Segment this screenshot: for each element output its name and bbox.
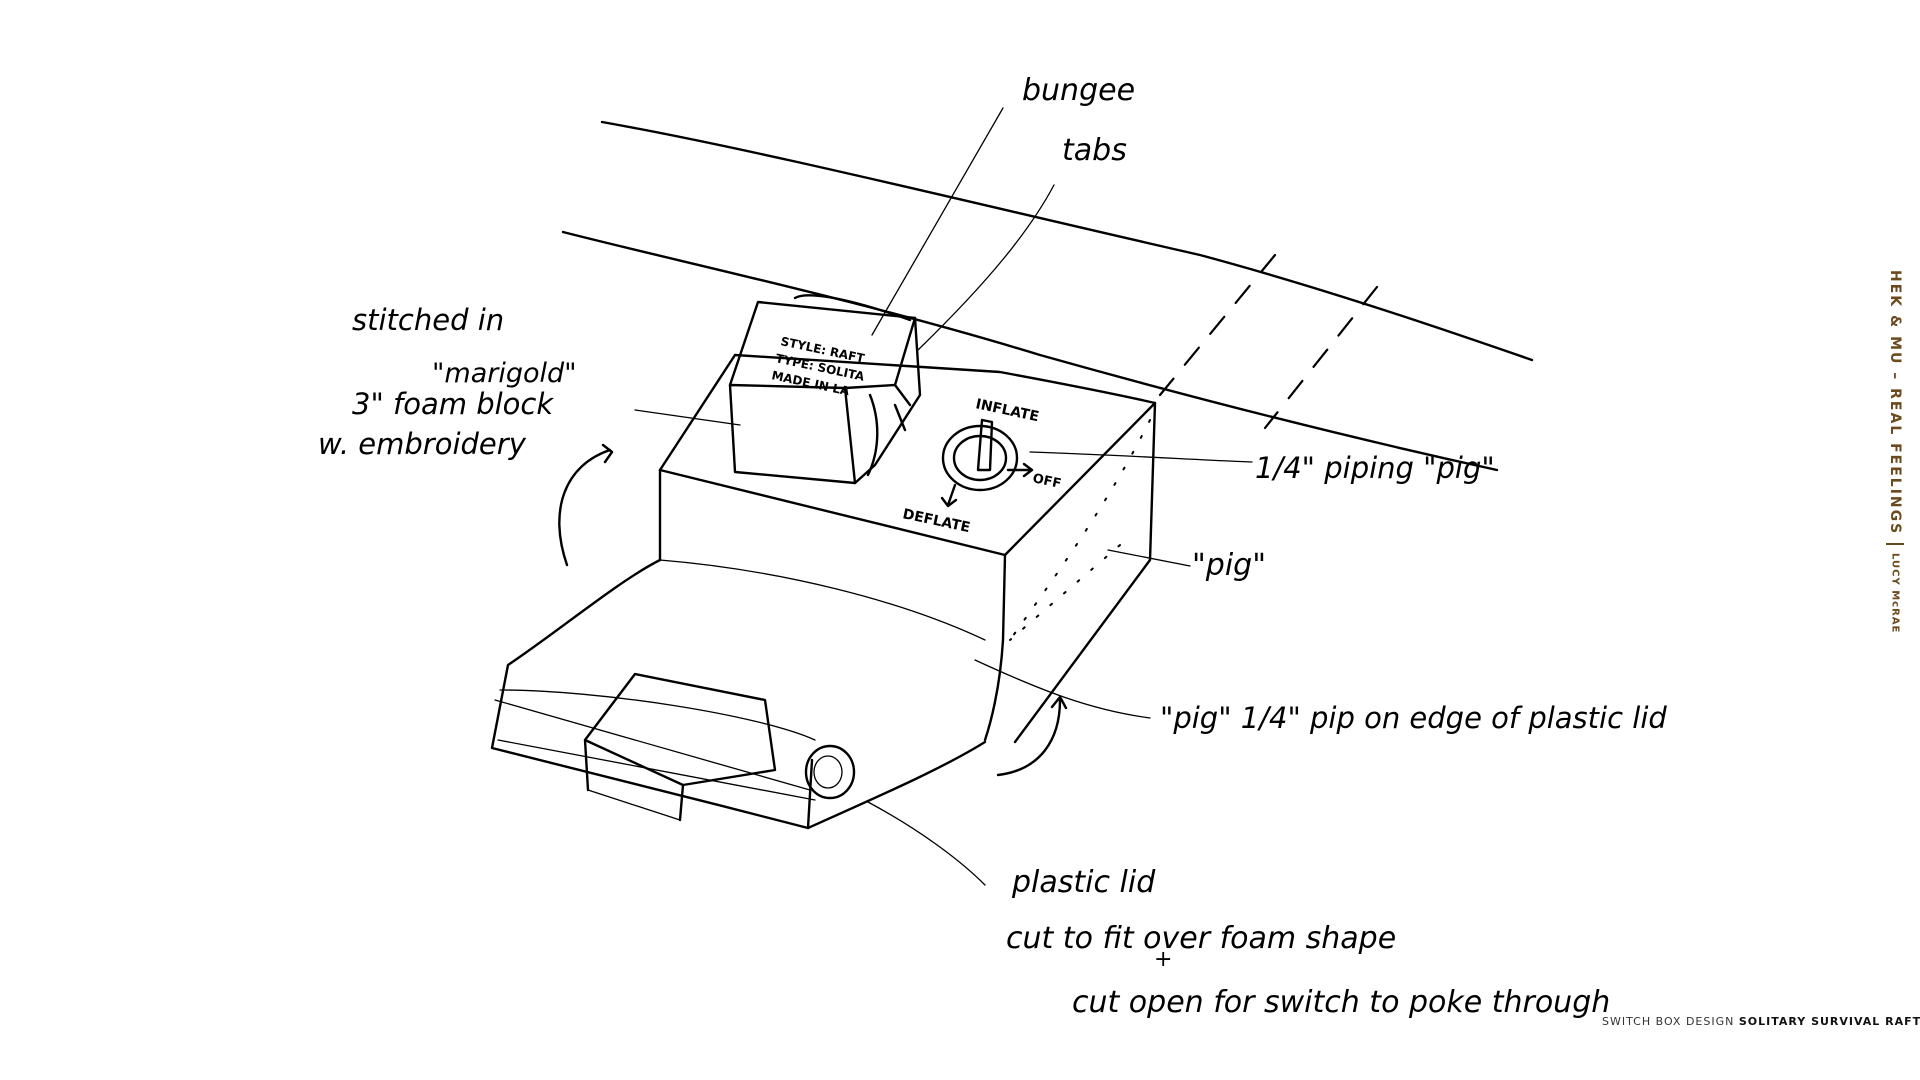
lid-switch-hole-inner [813,755,843,789]
label-pig: "pig" [1192,548,1266,583]
label-piping-pig: 1/4" piping "pig" [1255,451,1495,485]
box-top [658,353,1157,557]
box-front [658,468,1007,742]
rotate-arrow-left [558,443,614,567]
raft-dashed-seam-2 [1263,285,1379,430]
label-plus: + [1154,947,1172,972]
lid-switch-hole [804,744,856,800]
leader-plastic-lid [867,801,986,886]
sidebar-title: HEK & MU – REAL FEELINGS [1887,270,1903,536]
foam-block-front [728,383,857,485]
leader-tabs [917,184,1055,351]
leader-foam-block [634,409,741,426]
label-stitched-in: stitched in [352,303,504,337]
tray-foam-shape [583,672,777,822]
label-embroidery: w. embroidery [318,427,527,461]
rotate-arrow-right [996,695,1068,777]
box-side-dots-2 [1009,544,1121,641]
tray-transparent-lines [494,559,986,801]
footer-prefix: SWITCH BOX DESIGN [1602,1015,1735,1028]
raft-dashed-seam-1 [1158,253,1277,397]
switch-arrow-off [1006,462,1034,478]
label-marigold: "marigold" [432,358,577,389]
leader-piping [1029,451,1253,463]
tray-outline [490,558,987,830]
sidebar-divider [1886,543,1904,545]
switch-arrow-deflate [940,483,958,508]
tray-inner-front [806,758,814,830]
label-pig-pip: "pig" 1/4" pip on edge of plastic lid [1160,701,1667,735]
switch-lever [976,418,994,472]
label-bungee: bungee [1022,73,1135,108]
label-tabs: tabs [1062,133,1127,168]
box-side-flap [1013,401,1157,744]
leader-pig [1107,549,1191,567]
leader-bungee [871,107,1004,336]
label-cut-open: cut open for switch to poke through [1072,985,1610,1020]
footer-title: SOLITARY SURVIVAL RAFT [1738,1015,1920,1028]
sidebar-branding: HEK & MU – REAL FEELINGS LUCY McRAE [1886,270,1904,633]
label-plastic-lid: plastic lid [1011,865,1156,900]
tray-foam-base [587,789,681,821]
sidebar-author: LUCY McRAE [1889,552,1901,634]
raft-lower-edge [561,230,1499,472]
foam-block-side [853,316,922,485]
off-label: OFF [1031,471,1062,492]
footer-caption: SWITCH BOX DESIGN SOLITARY SURVIVAL RAFT [1602,1015,1920,1028]
label-cut-to-fit: cut to fit over foam shape [1006,921,1396,956]
switch-dial [941,424,1019,492]
raft-upper-edge [600,120,1534,362]
label-foam-block: 3" foam block [352,387,554,421]
leader-pig-pip [974,659,1151,719]
bungee-band [793,294,912,477]
